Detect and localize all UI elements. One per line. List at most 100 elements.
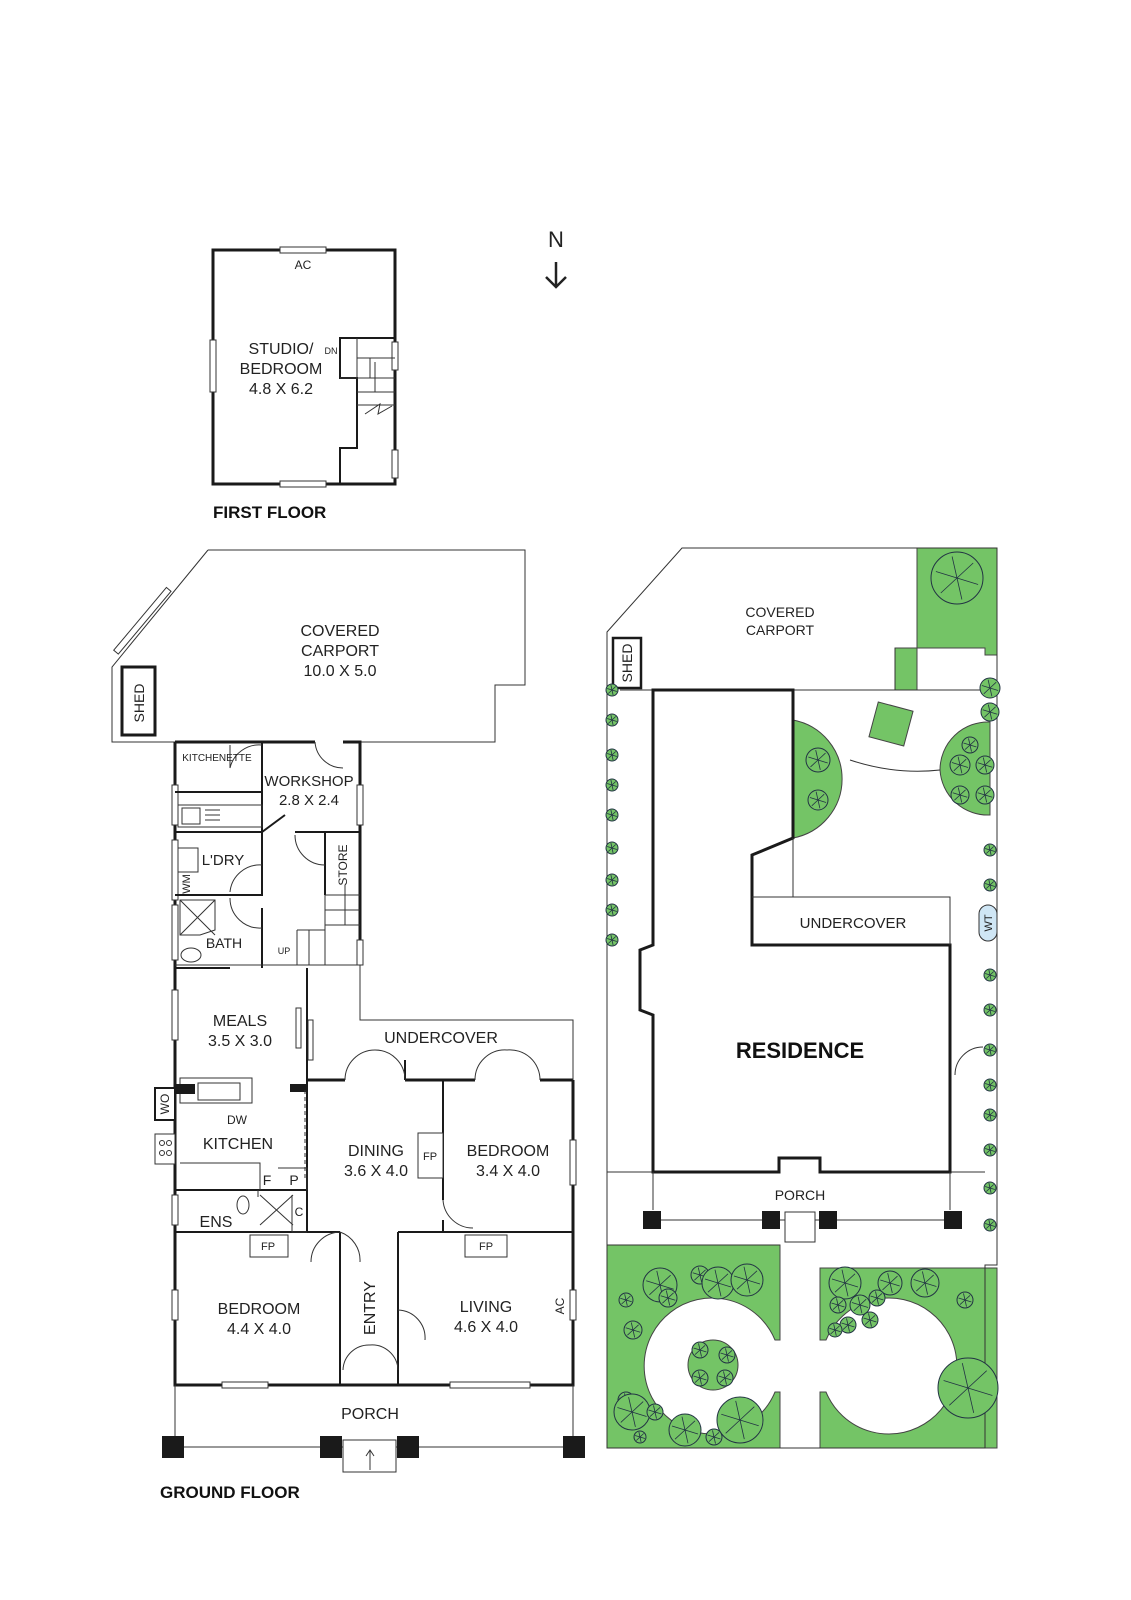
- tree-branches: [984, 879, 996, 891]
- site-carport-label-2: CARPORT: [746, 622, 815, 638]
- tree-branches: [606, 874, 618, 886]
- tree-branches: [704, 1269, 732, 1297]
- studio-label-2: BEDROOM: [240, 361, 323, 378]
- tree-branches: [984, 1182, 996, 1194]
- up-label: UP: [278, 946, 291, 956]
- living-size: 4.6 X 4.0: [454, 1319, 518, 1336]
- tree-branches: [982, 704, 998, 720]
- tree-branches: [720, 1348, 734, 1362]
- tree-branches: [958, 1293, 972, 1307]
- bedroom2-size: 3.4 X 4.0: [476, 1163, 540, 1180]
- tree-branches: [671, 1416, 699, 1444]
- tree-branches: [829, 1324, 841, 1336]
- tree-branches: [693, 1371, 707, 1385]
- pantry-label: P: [289, 1172, 298, 1188]
- tree-branches: [620, 1294, 632, 1306]
- tree-branches: [718, 1371, 732, 1385]
- entry-label: ENTRY: [362, 1281, 379, 1335]
- cupboard-label: C: [295, 1205, 304, 1219]
- tree-branches: [808, 750, 828, 770]
- tree-branches: [870, 1291, 884, 1305]
- kitchenette-label: KITCHENETTE: [182, 753, 252, 764]
- tree-branches: [851, 1296, 869, 1314]
- workshop-size: 2.8 X 2.4: [279, 792, 339, 809]
- tree-branches: [984, 969, 996, 981]
- tree-branches: [841, 1318, 855, 1332]
- north-compass: N: [545, 227, 567, 289]
- store-label: STORE: [336, 844, 350, 885]
- tree-branches: [984, 1219, 996, 1231]
- fp-label-living: FP: [479, 1241, 493, 1253]
- dining-size: 3.6 X 4.0: [344, 1163, 408, 1180]
- workshop-label: WORKSHOP: [264, 773, 353, 790]
- tree-branches: [625, 1322, 641, 1338]
- ground-floor-title: GROUND FLOOR: [160, 1483, 300, 1502]
- tree-branches: [977, 757, 993, 773]
- tree-branches: [913, 1271, 937, 1295]
- laundry-label: L'DRY: [202, 852, 245, 869]
- site-plan: SHED WT COVERED CARPORT UNDERCOVER RESID…: [605, 547, 1001, 1449]
- bath-label: BATH: [206, 935, 242, 951]
- trees-group: [605, 551, 1001, 1447]
- tree-branches: [935, 556, 979, 600]
- studio-size: 4.8 X 6.2: [249, 381, 313, 398]
- tree-branches: [606, 714, 618, 726]
- tree-branches: [733, 1266, 761, 1294]
- tree-branches: [606, 749, 618, 761]
- carport-size: 10.0 X 5.0: [304, 663, 377, 680]
- ens-label: ENS: [200, 1214, 233, 1231]
- dw-label: DW: [227, 1113, 248, 1127]
- bedroom2-label: BEDROOM: [467, 1143, 550, 1160]
- meals-size: 3.5 X 3.0: [208, 1033, 272, 1050]
- fridge-label: F: [263, 1172, 272, 1188]
- tree-branches: [951, 756, 969, 774]
- tree-branches: [617, 1397, 647, 1427]
- tree-branches: [963, 738, 977, 752]
- tree-branches: [984, 1004, 996, 1016]
- first-floor-plan: STUDIO/ BEDROOM 4.8 X 6.2 AC DN FIRST FL…: [209, 246, 399, 522]
- site-undercover-label: UNDERCOVER: [800, 915, 907, 932]
- site-shed-label: SHED: [619, 644, 635, 683]
- fp-label-dining: FP: [423, 1151, 437, 1163]
- tree-branches: [880, 1273, 900, 1293]
- tree-branches: [606, 809, 618, 821]
- tree-branches: [634, 1431, 646, 1443]
- meals-label: MEALS: [213, 1013, 267, 1030]
- residence-label: RESIDENCE: [736, 1038, 864, 1063]
- carport-label-2: CARPORT: [301, 643, 379, 660]
- tree-branches: [648, 1405, 662, 1419]
- wo-label: WO: [158, 1094, 172, 1115]
- undercover-label: UNDERCOVER: [384, 1030, 498, 1047]
- tree-branches: [981, 679, 999, 697]
- shed-label: SHED: [131, 684, 147, 723]
- bedroom1-label: BEDROOM: [218, 1301, 301, 1318]
- tree-branches: [977, 787, 993, 803]
- tree-branches: [863, 1313, 877, 1327]
- tree-branches: [606, 779, 618, 791]
- first-floor-title: FIRST FLOOR: [213, 503, 326, 522]
- tree-branches: [984, 1109, 996, 1121]
- tree-branches: [606, 904, 618, 916]
- dining-label: DINING: [348, 1143, 404, 1160]
- tree-branches: [831, 1298, 845, 1312]
- tree-branches: [707, 1430, 721, 1444]
- tree-branches: [984, 1079, 996, 1091]
- tree-branches: [943, 1363, 993, 1413]
- wm-label: WM: [181, 874, 193, 894]
- wt-label: WT: [983, 914, 995, 931]
- tree-branches: [606, 934, 618, 946]
- living-label: LIVING: [460, 1299, 512, 1316]
- tree-branches: [831, 1269, 859, 1297]
- ac-label-living: AC: [553, 1297, 567, 1314]
- tree-branches: [606, 842, 618, 854]
- tree-branches: [721, 1400, 759, 1440]
- tree-branches: [952, 787, 968, 803]
- bedroom1-size: 4.4 X 4.0: [227, 1321, 291, 1338]
- ac-label: AC: [295, 258, 312, 272]
- tree-branches: [984, 844, 996, 856]
- porch-label: PORCH: [341, 1406, 399, 1423]
- north-label: N: [548, 227, 564, 252]
- tree-branches: [660, 1290, 676, 1306]
- arrow-down-icon: [545, 262, 567, 289]
